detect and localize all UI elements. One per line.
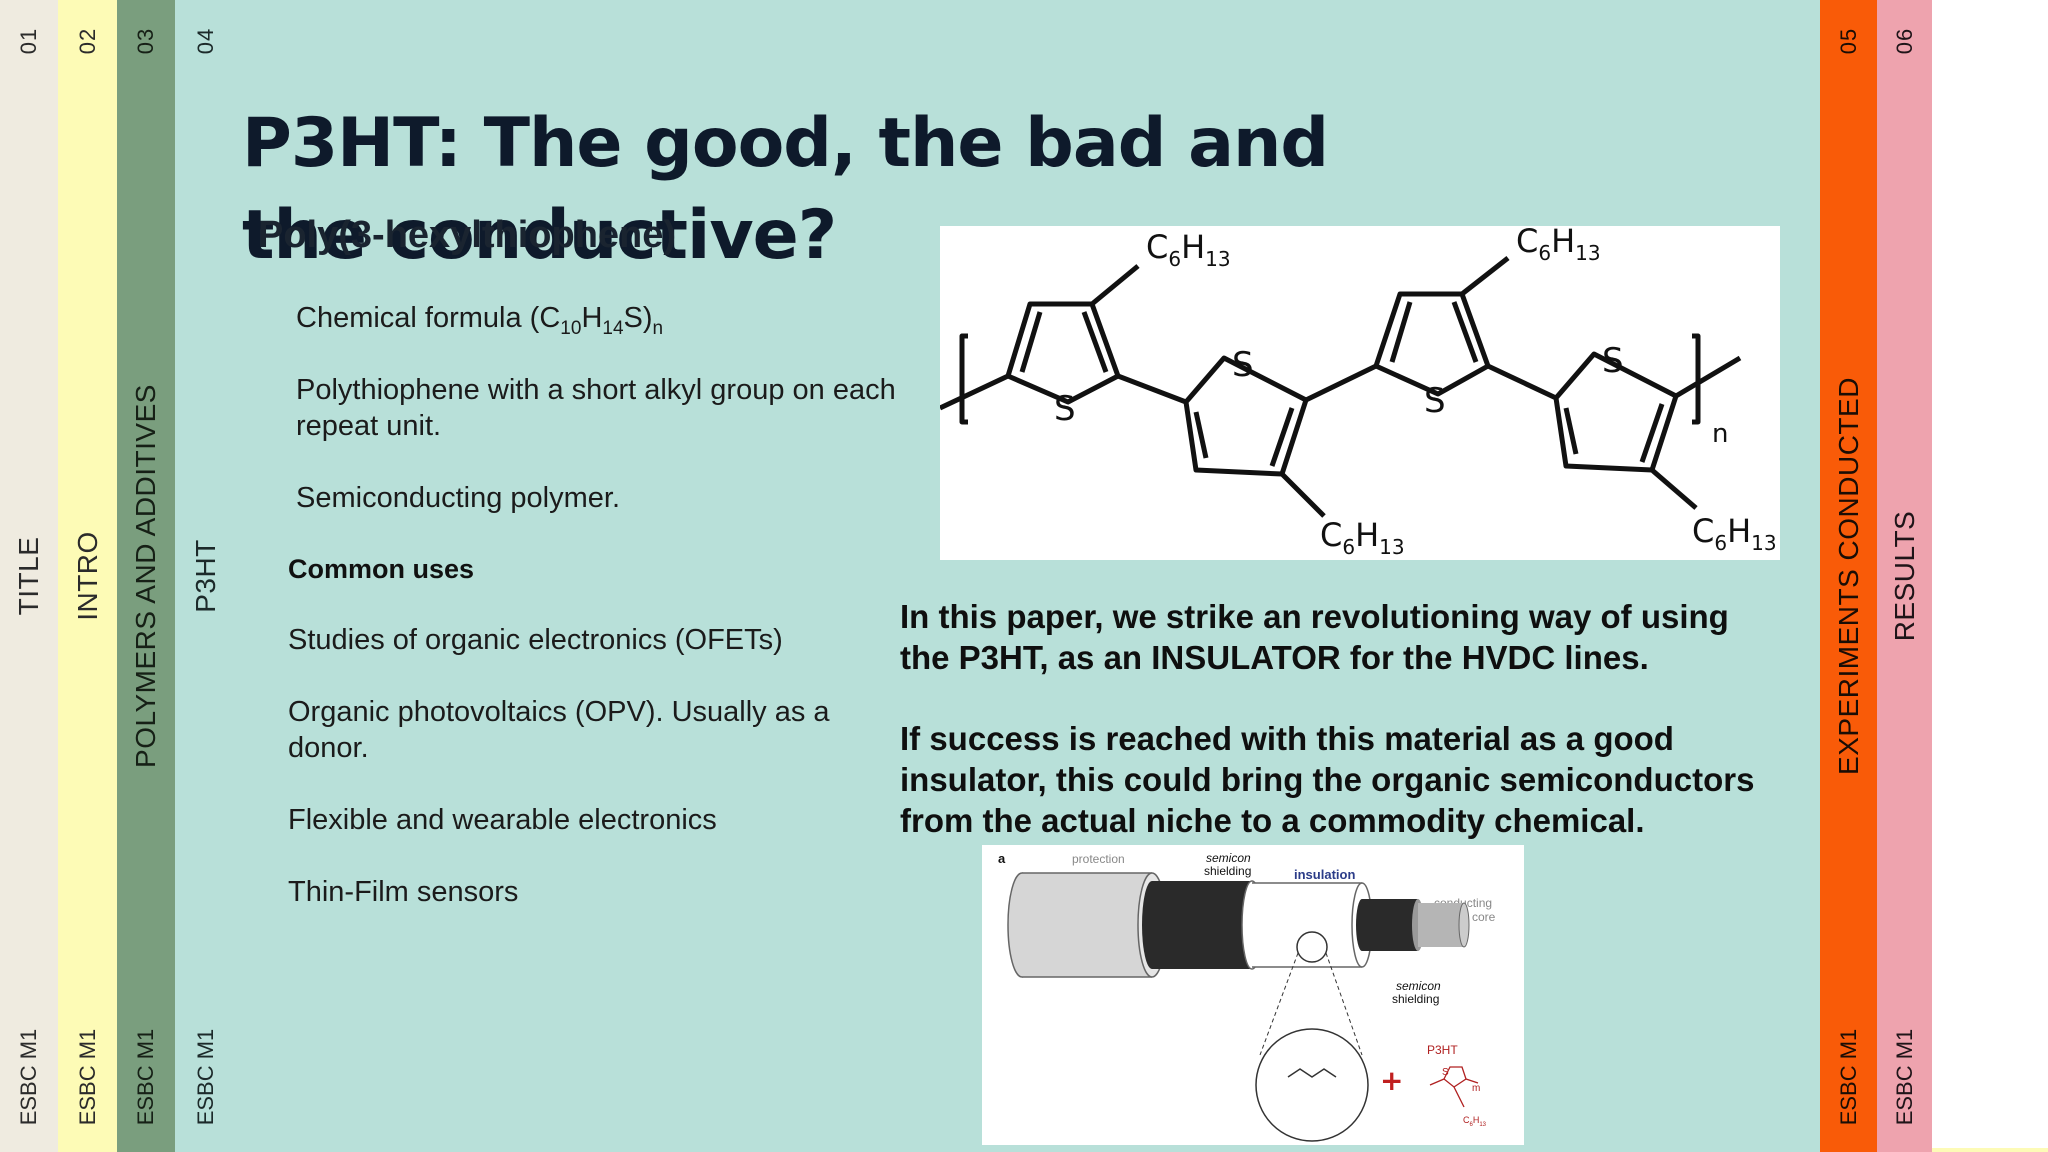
tab-number: 04 [193, 27, 218, 55]
list-item: Organic photovoltaics (OPV). Usually as … [288, 696, 830, 764]
layer-label-shielding: shielding [1204, 864, 1251, 878]
molecule-structure-image: S S S S n C6H13 C6H13 C6H13 C6H13 [938, 222, 1777, 559]
tab-experiments-conducted[interactable]: 05 EXPERIMENTS CONDUCTED ESBC M1 [1820, 0, 1877, 1152]
tab-footer: ESBC M1 [74, 1028, 100, 1126]
tab-p3ht[interactable]: 04 P3HT ESBC M1 [175, 0, 237, 1152]
tab-number: 03 [133, 27, 158, 55]
substituent-label: C6H13 [1146, 228, 1231, 271]
layer-label-semicon: semicon [1396, 979, 1441, 993]
right-edge-strip [1932, 0, 2048, 1152]
substituent-label: C6H13 [1320, 516, 1405, 559]
layer-label-insulation: insulation [1294, 867, 1355, 882]
material-heading: Poly(3-hexylthiophene) [258, 214, 677, 256]
list-item: Studies of organic electronics (OFETs) [288, 624, 783, 656]
sulfur-label: S [1232, 345, 1254, 385]
hvdc-cable-figure: a protection semicon shielding insulatio… [982, 845, 1524, 1145]
plus-sign: + [1380, 1064, 1403, 1097]
sulfur-label: S [1054, 389, 1076, 429]
substituent-label: C6H13 [1463, 1115, 1487, 1128]
cable-cross-section-image: a protection semicon shielding insulatio… [998, 851, 1496, 1142]
additive-label: P3HT [1427, 1043, 1458, 1057]
polymer-description: Polythiophene with a short alkyl group o… [296, 374, 896, 442]
sulfur-label: S [1602, 341, 1624, 381]
substituent-label: C6H13 [1692, 512, 1777, 555]
tab-footer: ESBC M1 [1835, 1028, 1861, 1126]
sulfur-label: S [1442, 1067, 1449, 1078]
tab-label: TITLE [13, 536, 44, 616]
tab-label: POLYMERS AND ADDITIVES [130, 384, 161, 768]
layer-label-protection: protection [1072, 852, 1125, 866]
tab-title[interactable]: 01 TITLE ESBC M1 [0, 0, 58, 1152]
tab-number: 02 [74, 27, 100, 55]
panel-label: a [998, 851, 1006, 866]
repeat-m-label: m [1472, 1083, 1480, 1094]
polymer-type: Semiconducting polymer. [296, 482, 620, 514]
statement-commodity: If success is reached with this material… [900, 720, 1755, 839]
slide-title: P3HT: The good, the bad and the conducti… [242, 104, 1329, 275]
substituent-label: C6H13 [1516, 226, 1601, 265]
tab-number: 05 [1835, 27, 1861, 55]
repeat-n-label: n [1712, 419, 1728, 449]
chemical-formula: Chemical formula (C10H14S)n [296, 302, 664, 339]
p3ht-molecule-figure: S S S S n C6H13 C6H13 C6H13 C6H13 [938, 222, 1780, 560]
tab-label: INTRO [71, 531, 103, 621]
tab-number: 06 [1891, 27, 1917, 55]
tab-results[interactable]: 06 RESULTS ESBC M1 [1877, 0, 1932, 1152]
tab-footer: ESBC M1 [16, 1028, 41, 1126]
uses-heading: Common uses [288, 554, 475, 584]
tab-label: EXPERIMENTS CONDUCTED [1832, 377, 1864, 775]
list-item: Thin-Film sensors [288, 876, 519, 908]
layer-label-core: core [1472, 910, 1496, 924]
layer-label-semicon: semicon [1206, 851, 1251, 865]
tab-footer: ESBC M1 [133, 1028, 158, 1126]
tab-number: 01 [16, 27, 41, 55]
tab-footer: ESBC M1 [1891, 1028, 1917, 1126]
list-item: Flexible and wearable electronics [288, 804, 717, 836]
tab-label: P3HT [190, 539, 221, 613]
tab-footer: ESBC M1 [193, 1028, 218, 1126]
tab-label: RESULTS [1888, 510, 1920, 642]
tab-intro[interactable]: 02 INTRO ESBC M1 [58, 0, 117, 1152]
tab-polymers-and-additives[interactable]: 03 POLYMERS AND ADDITIVES ESBC M1 [117, 0, 175, 1152]
right-edge-accent [1932, 1148, 2048, 1152]
statement-insulator: In this paper, we strike an revolutionin… [900, 598, 1729, 676]
layer-label-shielding: shielding [1392, 992, 1439, 1006]
sulfur-label: S [1424, 381, 1446, 421]
